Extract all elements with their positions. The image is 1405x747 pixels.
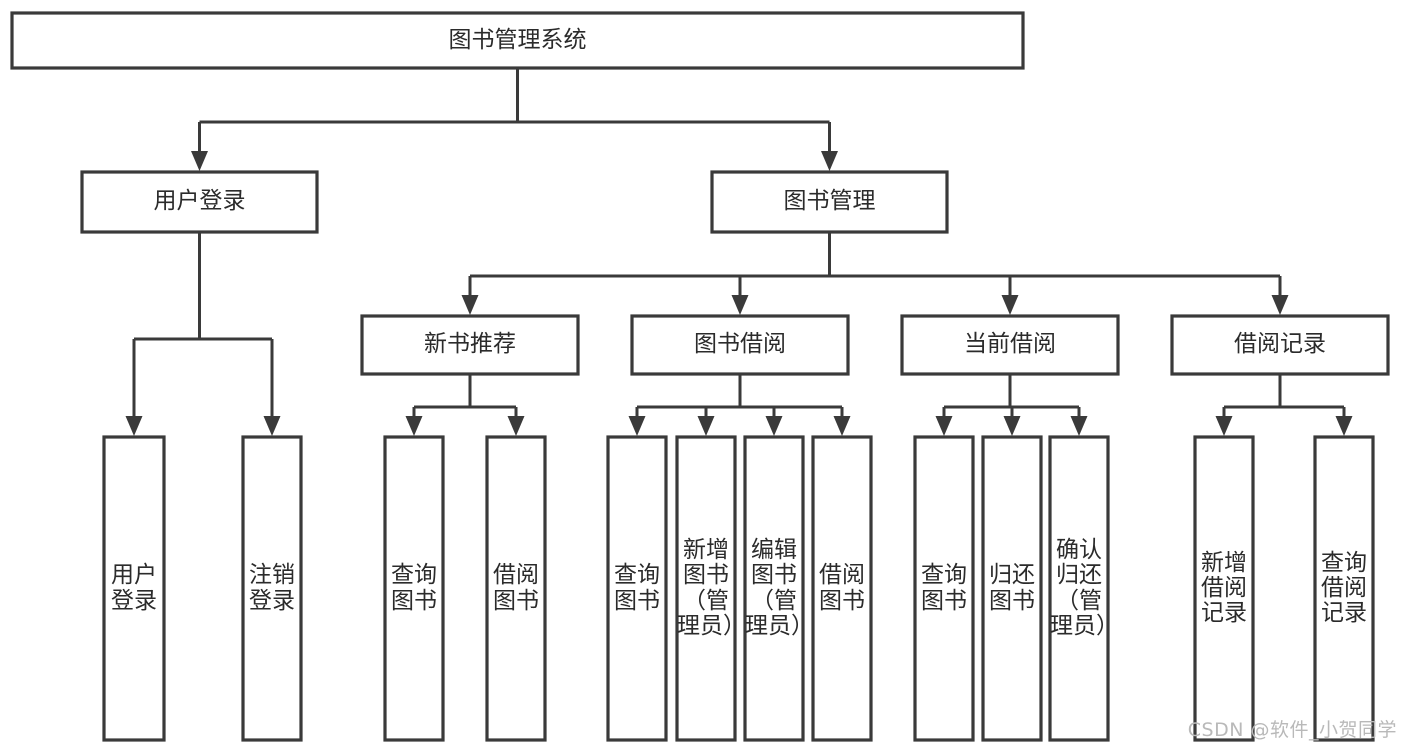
node-box-leaf-user-logout[interactable] — [241, 435, 303, 742]
node-box-book-manage[interactable] — [710, 170, 949, 234]
arrow-head-icon — [263, 416, 281, 436]
node-box-leaf-query-book-3[interactable] — [913, 435, 975, 742]
arrow-head-icon — [1271, 295, 1289, 315]
arrow-head-icon — [1335, 416, 1353, 436]
node-box-leaf-query-record[interactable] — [1313, 435, 1375, 742]
arrow-head-icon — [191, 151, 208, 171]
node-box-leaf-query-book-2[interactable] — [606, 435, 668, 742]
arrow-head-icon — [125, 416, 143, 436]
arrow-head-icon — [628, 416, 646, 436]
arrow-head-icon — [833, 416, 851, 436]
watermark-text: CSDN @软件_小贺同学 — [1187, 719, 1397, 741]
node-box-leaf-borrow-book-1[interactable] — [485, 435, 547, 742]
arrow-head-icon — [1003, 416, 1021, 436]
node-box-current-borrow[interactable] — [900, 314, 1120, 376]
arrow-head-icon — [1070, 416, 1088, 436]
arrow-head-icon — [935, 416, 953, 436]
node-box-leaf-return-book[interactable] — [981, 435, 1043, 742]
arrow-head-icon — [461, 295, 479, 315]
node-box-borrow-record[interactable] — [1170, 314, 1390, 376]
arrow-head-icon — [821, 151, 838, 171]
node-box-leaf-borrow-book-2[interactable] — [811, 435, 873, 742]
arrow-head-icon — [697, 416, 715, 436]
arrow-head-icon — [405, 416, 423, 436]
box-layer — [10, 11, 1390, 742]
node-box-root[interactable] — [10, 11, 1025, 70]
node-box-leaf-add-book[interactable] — [675, 435, 737, 742]
node-box-new-book-recommend[interactable] — [360, 314, 580, 376]
arrow-head-icon — [765, 416, 783, 436]
node-box-leaf-add-record[interactable] — [1193, 435, 1255, 742]
arrow-head-icon — [1215, 416, 1233, 436]
arrow-head-icon — [507, 416, 525, 436]
arrow-head-icon — [1001, 295, 1019, 315]
arrow-head-icon — [731, 295, 749, 315]
node-box-leaf-user-login[interactable] — [102, 435, 166, 742]
node-box-user-login[interactable] — [80, 170, 319, 234]
node-box-book-borrow[interactable] — [630, 314, 850, 376]
node-box-leaf-edit-book[interactable] — [743, 435, 805, 742]
connector-layer — [125, 68, 1353, 436]
node-box-leaf-confirm-return[interactable] — [1048, 435, 1110, 742]
node-box-leaf-query-book-1[interactable] — [383, 435, 445, 742]
